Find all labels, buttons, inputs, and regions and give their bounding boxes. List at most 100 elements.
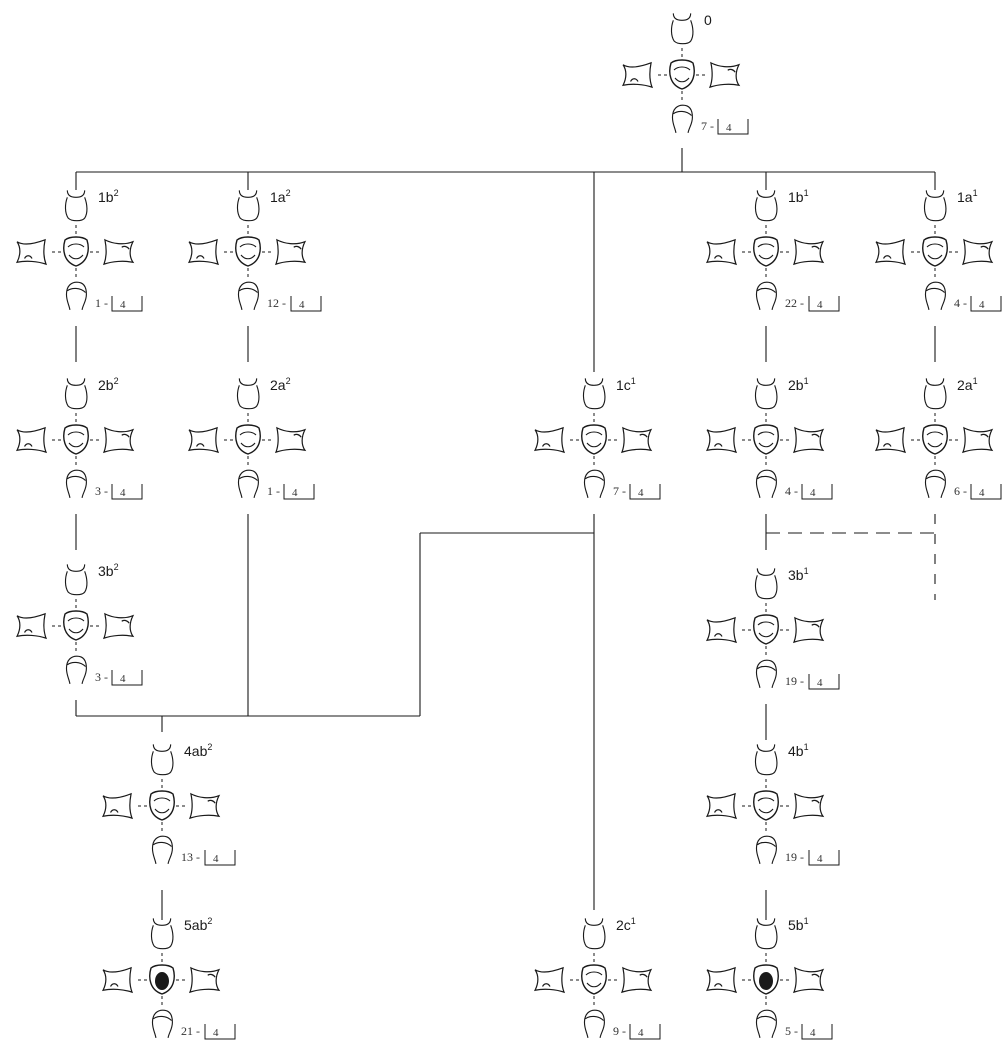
scale-bracket [205, 1024, 235, 1039]
node-label: 5b1 [788, 916, 809, 933]
scale-label: 4 [979, 299, 985, 311]
left-view-outline [17, 240, 46, 264]
occlusal-view-outline [754, 237, 778, 266]
occlusal-view-outline [754, 791, 778, 820]
scale-bracket [809, 850, 839, 865]
node-label: 4ab2 [184, 742, 212, 759]
bottom-view-outline [756, 470, 776, 498]
top-view-outline [151, 744, 172, 774]
occlusal-fill-mark [759, 972, 773, 990]
specimen-count: 4 - [785, 484, 798, 498]
node-n2c1: 2c19 -4 [535, 916, 660, 1039]
top-view-outline [924, 378, 945, 408]
occlusal-pattern-mark [240, 244, 256, 259]
node-label-text: 2c [616, 917, 631, 933]
specimen-count: 21 - [181, 1024, 200, 1038]
bottom-view-outline [66, 470, 86, 498]
scale-label: 4 [292, 487, 298, 499]
left-view-outline [707, 618, 736, 642]
specimen-count: 19 - [785, 674, 804, 688]
top-view-outline [583, 378, 604, 408]
right-view-outline [622, 428, 651, 452]
scale-bracket [112, 296, 142, 311]
occlusal-view-outline [582, 965, 606, 994]
occlusal-view-outline [64, 611, 88, 640]
bottom-view-outline [584, 470, 604, 498]
occlusal-pattern-mark [674, 67, 690, 82]
bottom-view-outline [66, 656, 86, 684]
node-label-text: 4b [788, 743, 804, 759]
node-label-text: 2a [270, 377, 286, 393]
scale-bracket [284, 484, 314, 499]
occlusal-pattern-mark [586, 432, 602, 447]
occlusal-pattern-mark [927, 244, 943, 259]
specimen-count: 1 - [267, 484, 280, 498]
left-view-outline [535, 428, 564, 452]
right-view-outline [104, 428, 133, 452]
occlusal-pattern-mark [927, 432, 943, 447]
connector-lines [76, 148, 935, 920]
left-view-outline [189, 428, 218, 452]
occlusal-pattern-mark [68, 618, 84, 633]
right-view-outline [276, 428, 305, 452]
node-label-text: 2a [957, 377, 973, 393]
scale-bracket [971, 296, 1001, 311]
node-label: 2a1 [957, 376, 978, 393]
scale-label: 4 [979, 487, 985, 499]
node-label: 5ab2 [184, 916, 212, 933]
scale-bracket [205, 850, 235, 865]
node-label-sup: 2 [114, 188, 119, 198]
bottom-view-outline [672, 105, 692, 133]
occlusal-view-outline [236, 425, 260, 454]
left-view-outline [707, 968, 736, 992]
occlusal-view-outline [582, 425, 606, 454]
node-label-sup: 1 [631, 376, 636, 386]
right-view-outline [622, 968, 651, 992]
bottom-view-outline [756, 836, 776, 864]
left-view-outline [707, 794, 736, 818]
occlusal-pattern-mark [240, 432, 256, 447]
node-label: 1b1 [788, 188, 809, 205]
occlusal-pattern-mark [758, 622, 774, 637]
node-label-sup: 1 [973, 376, 978, 386]
right-view-outline [190, 968, 219, 992]
node-label-sup: 2 [207, 742, 212, 752]
right-view-outline [710, 63, 739, 87]
bottom-view-outline [238, 470, 258, 498]
node-n4b1: 4b119 -4 [707, 742, 839, 865]
scale-bracket [809, 674, 839, 689]
node-label-sup: 1 [804, 566, 809, 576]
top-view-outline [237, 190, 258, 220]
specimen-count: 6 - [954, 484, 967, 498]
occlusal-view-outline [64, 425, 88, 454]
occlusal-pattern-mark [758, 432, 774, 447]
node-label-sup: 2 [114, 376, 119, 386]
scale-bracket [291, 296, 321, 311]
occlusal-fill-mark [155, 972, 169, 990]
node-n4ab2: 4ab213 -4 [103, 742, 235, 865]
node-label-text: 3b [98, 563, 114, 579]
top-view-outline [583, 918, 604, 948]
right-view-outline [190, 794, 219, 818]
left-view-outline [535, 968, 564, 992]
top-view-outline [65, 564, 86, 594]
node-label-text: 4ab [184, 743, 208, 759]
node-label: 2a2 [270, 376, 291, 393]
top-view-outline [755, 918, 776, 948]
node-label-sup: 2 [114, 562, 119, 572]
occlusal-pattern-mark [68, 244, 84, 259]
node-label-text: 1a [270, 189, 286, 205]
node-n3b2: 3b23 -4 [17, 562, 142, 685]
bottom-view-outline [756, 1010, 776, 1038]
scale-label: 4 [810, 1027, 816, 1039]
left-view-outline [876, 428, 905, 452]
occlusal-view-outline [754, 425, 778, 454]
node-n5b1: 5b15 -4 [707, 916, 832, 1039]
occlusal-pattern-mark [586, 972, 602, 987]
bottom-view-outline [66, 282, 86, 310]
scale-label: 4 [120, 673, 126, 685]
